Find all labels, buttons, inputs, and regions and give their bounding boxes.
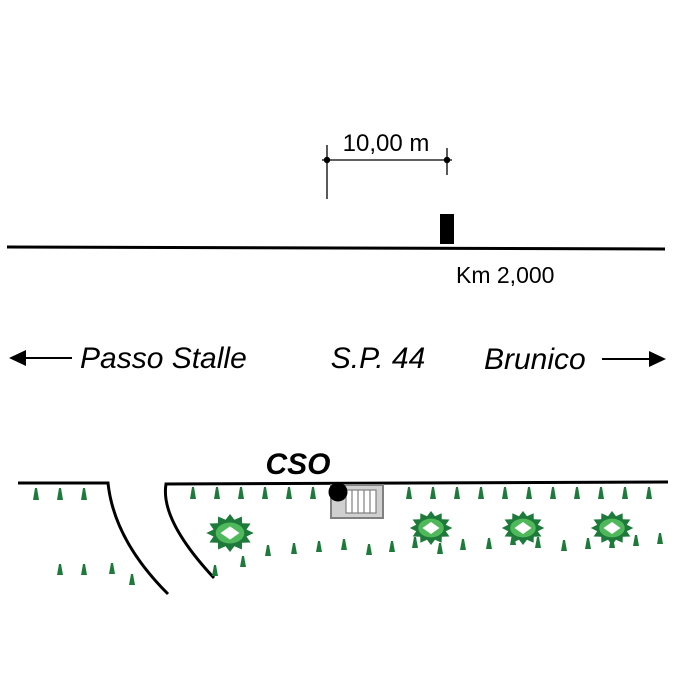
grass-tuft-icon xyxy=(262,487,268,499)
grass-tuft-icon xyxy=(240,556,246,567)
arrow-left-icon xyxy=(9,350,72,366)
grass-tuft-icon xyxy=(430,487,436,499)
tree-layer xyxy=(206,511,634,552)
grass-tuft-icon xyxy=(412,537,418,548)
cso-grate xyxy=(345,489,377,514)
grass-tuft-icon xyxy=(109,563,115,574)
grass-tuft-icon xyxy=(502,487,508,499)
grass-tuft-icon xyxy=(622,487,628,499)
arrow-right-icon xyxy=(602,351,666,367)
grass-tuft-icon xyxy=(81,488,87,500)
grass-tuft-icon xyxy=(57,564,63,575)
cso-structure xyxy=(328,482,384,519)
grass-tuft-icon xyxy=(585,538,591,549)
grass-layer xyxy=(33,487,663,585)
grass-tuft-icon xyxy=(486,538,492,549)
grass-tuft-icon xyxy=(238,487,244,499)
kilometer-marker xyxy=(440,214,454,244)
grass-tuft-icon xyxy=(129,574,135,585)
grass-tuft-icon xyxy=(437,543,443,554)
direction-left-label: Passo Stalle xyxy=(80,342,247,375)
grass-tuft-icon xyxy=(286,487,292,499)
grass-tuft-icon xyxy=(561,540,567,551)
grass-tuft-icon xyxy=(550,487,556,499)
kilometer-label: Km 2,000 xyxy=(456,262,554,288)
road-axis-line xyxy=(6,245,666,251)
grass-tuft-icon xyxy=(57,488,63,500)
grass-tuft-icon xyxy=(212,565,218,576)
cso-label: CSO xyxy=(265,448,330,481)
manhole-dot xyxy=(328,482,348,502)
direction-labels: Passo Stalle S.P. 44 Brunico xyxy=(9,342,666,376)
grass-tuft-icon xyxy=(535,537,541,548)
tree-icon xyxy=(409,511,453,545)
grass-tuft-icon xyxy=(214,487,220,499)
road-edge-left xyxy=(18,481,170,596)
grass-tuft-icon xyxy=(633,535,639,546)
grass-tuft-icon xyxy=(265,545,271,556)
grass-tuft-icon xyxy=(526,487,532,499)
grass-tuft-icon xyxy=(598,487,604,499)
grass-tuft-icon xyxy=(478,487,484,499)
grass-tuft-icon xyxy=(460,539,466,550)
grass-tuft-icon xyxy=(574,487,580,499)
grass-tuft-icon xyxy=(316,541,322,552)
grass-tuft-icon xyxy=(33,488,39,500)
grass-tuft-icon xyxy=(341,539,347,550)
tree-icon xyxy=(206,514,254,552)
dimension-point-left xyxy=(323,156,331,164)
grass-tuft-icon xyxy=(646,487,652,499)
dimension-annotation: 10,00 m xyxy=(322,130,452,199)
grass-tuft-icon xyxy=(310,487,316,499)
dimension-label: 10,00 m xyxy=(343,130,430,157)
road-name-label: S.P. 44 xyxy=(331,342,426,375)
grass-tuft-icon xyxy=(657,533,663,544)
grass-tuft-icon xyxy=(366,544,372,555)
direction-right-label: Brunico xyxy=(484,343,586,376)
dimension-point-right xyxy=(443,156,451,164)
grass-tuft-icon xyxy=(190,487,196,499)
road-edge xyxy=(18,480,669,596)
road-edge-right xyxy=(163,480,669,580)
grass-tuft-icon xyxy=(291,543,297,554)
grass-tuft-icon xyxy=(406,487,412,499)
grass-tuft-icon xyxy=(81,564,87,575)
grass-tuft-icon xyxy=(454,487,460,499)
grass-tuft-icon xyxy=(389,541,395,552)
tree-icon xyxy=(590,511,634,545)
tree-icon xyxy=(501,511,545,545)
